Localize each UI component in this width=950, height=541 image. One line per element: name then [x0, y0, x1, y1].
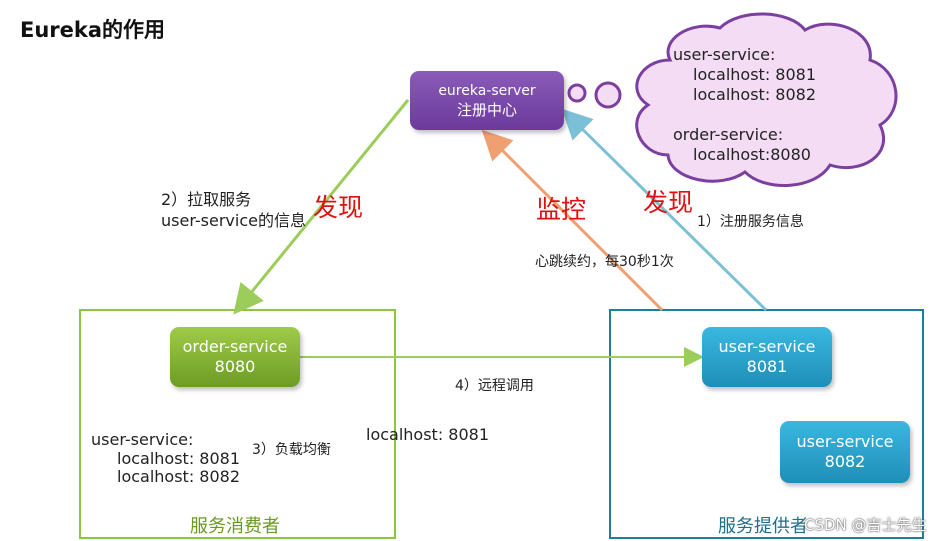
pull-arrow: [233, 99, 410, 315]
order-service-port: 8080: [214, 357, 256, 376]
cloud-order-service-label: order-service:: [673, 125, 784, 144]
cloud-bubble-medium: [594, 81, 622, 109]
pull-label-line1: 2）拉取服务: [161, 190, 252, 209]
monitor-label: 监控: [536, 195, 587, 224]
eureka-server-role: 注册中心: [456, 100, 517, 119]
user-service-1-port: 8081: [746, 357, 788, 376]
watermark: CSDN @吉士先生: [804, 516, 927, 534]
heartbeat-label: 心跳续约，每30秒1次: [535, 254, 674, 270]
discover-right-label: 发现: [643, 188, 694, 217]
order-service-name: order-service: [182, 337, 288, 356]
cloud-user-host-1: localhost: 8081: [693, 65, 817, 84]
cloud-bubble-small: [567, 83, 587, 103]
eureka-server-node: eureka-server 注册中心: [410, 71, 564, 130]
heartbeat-arrow: [481, 129, 664, 312]
user-service-1-name: user-service: [718, 337, 816, 356]
user-service-8082-node: user-service 8082: [780, 421, 910, 483]
remote-call-label: 4）远程调用: [455, 378, 534, 394]
user-service-2-port: 8082: [824, 452, 866, 471]
register-arrow: [561, 108, 768, 312]
consumer-box-label: 服务消费者: [190, 516, 280, 537]
provider-box: [609, 309, 924, 539]
eureka-server-name: eureka-server: [438, 82, 536, 99]
cloud-user-service-label: user-service:: [673, 45, 776, 64]
page-title: Eureka的作用: [20, 18, 166, 42]
provider-box-label: 服务提供者: [718, 516, 808, 537]
user-service-2-name: user-service: [796, 432, 894, 451]
consumer-list-host-1: localhost: 8081: [117, 449, 241, 468]
register-label: 1）注册服务信息: [697, 214, 804, 230]
consumer-list-title: user-service:: [91, 430, 194, 449]
order-service-node: order-service 8080: [170, 327, 300, 387]
load-balance-label: 3）负载均衡: [252, 442, 331, 458]
user-service-8081-node: user-service 8081: [702, 327, 832, 387]
thought-cloud: [635, 12, 898, 188]
consumer-list-host-2: localhost: 8082: [117, 467, 241, 486]
cloud-user-host-2: localhost: 8082: [693, 85, 817, 104]
cloud-order-host: localhost:8080: [693, 145, 811, 164]
discover-left-label: 发现: [313, 193, 364, 222]
pull-label-line2: user-service的信息: [161, 211, 306, 230]
chosen-host-label: localhost: 8081: [366, 425, 490, 444]
